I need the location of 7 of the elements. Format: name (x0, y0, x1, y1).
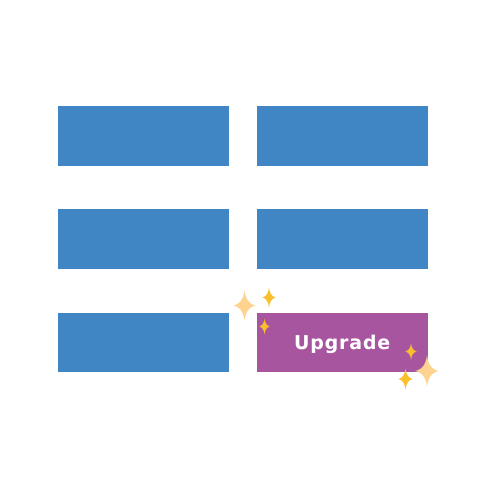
label-box (257, 313, 428, 372)
box-label: Upgrade (294, 332, 391, 354)
blank-box (257, 209, 428, 269)
blank-box (58, 313, 229, 372)
blank-box (58, 106, 229, 166)
blank-box (257, 106, 428, 166)
blank-box (58, 209, 229, 269)
